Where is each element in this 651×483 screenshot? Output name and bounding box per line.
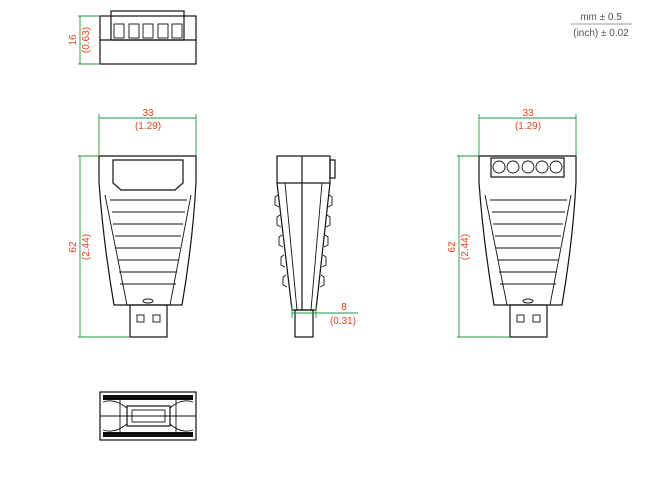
- tolerance-mm: mm ± 0.5: [580, 12, 622, 23]
- dim-rear-length: [457, 155, 510, 338]
- dim-rear-width-mm: 33: [522, 108, 534, 119]
- dim-rear-width-inch: (1.29): [515, 121, 541, 132]
- dim-front-length: [78, 155, 130, 338]
- dim-rear-width: [478, 114, 577, 156]
- usb-plug: [129, 304, 168, 338]
- dim-front-width-mm: 33: [142, 108, 154, 119]
- tolerance-inch: (inch) ± 0.02: [573, 28, 629, 39]
- side-view: 8 (0.31): [274, 155, 358, 338]
- front-view: 33 (1.29) 62 (2.44): [68, 108, 197, 338]
- rear-view: 33 (1.29) 62 (2.44): [447, 108, 577, 338]
- dim-rear-length-mm: 62: [447, 241, 458, 253]
- dim-side-thickness-inch: (0.31): [330, 316, 356, 327]
- dim-top-height-mm: 16: [68, 34, 79, 46]
- dim-top-height-inch: (0.63): [81, 27, 92, 53]
- dim-rear-length-inch: (2.44): [460, 234, 471, 260]
- dim-front-length-mm: 62: [68, 241, 79, 253]
- top-view: 16 (0.63): [68, 10, 197, 65]
- dim-front-length-inch: (2.44): [81, 234, 92, 260]
- bottom-view: [99, 391, 197, 441]
- dim-top-height: [78, 15, 100, 65]
- dim-side-thickness: [291, 305, 358, 318]
- tolerance-note: mm ± 0.5 (inch) ± 0.02: [571, 12, 632, 39]
- dim-front-width: [98, 114, 197, 156]
- dim-front-width-inch: (1.29): [135, 121, 161, 132]
- dim-side-thickness-mm: 8: [341, 302, 347, 313]
